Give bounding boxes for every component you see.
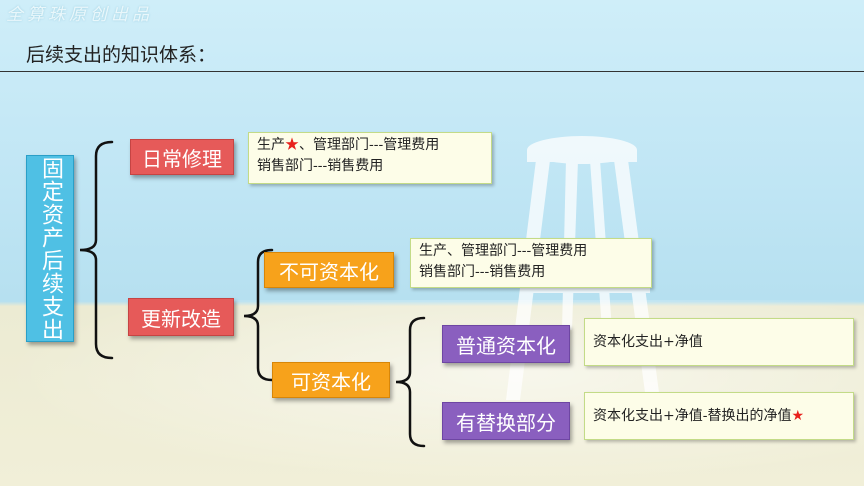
daily-repair-note-line1a: 生产 — [257, 137, 285, 153]
daily-repair-node: 日常修理 — [130, 139, 234, 175]
normal-capitalization-node: 普通资本化 — [442, 325, 570, 363]
root-node: 固定资产后续支出 — [26, 155, 74, 342]
capitalizable-node: 可资本化 — [272, 362, 390, 398]
daily-repair-note: 生产★、管理部门---管理费用 销售部门---销售费用 — [248, 132, 492, 184]
replacement-part-note-text: 资本化支出+净值-替换出的净值 — [593, 407, 792, 424]
replacement-part-note: 资本化支出+净值-替换出的净值★ — [584, 392, 854, 440]
non-capitalizable-note: 生产、管理部门---管理费用 销售部门---销售费用 — [410, 238, 652, 288]
star-icon: ★ — [791, 407, 805, 424]
star-icon: ★ — [285, 137, 299, 153]
non-capitalizable-node: 不可资本化 — [264, 252, 394, 288]
non-capitalizable-note-line1: 生产、管理部门---管理费用 — [419, 243, 588, 259]
non-capitalizable-note-line2: 销售部门---销售费用 — [419, 264, 546, 280]
daily-repair-note-line1b: 、管理部门---管理费用 — [299, 137, 440, 153]
watermark: 全算珠原创出品 — [6, 5, 153, 25]
title-divider — [0, 71, 864, 72]
replacement-part-node: 有替换部分 — [442, 402, 570, 440]
daily-repair-note-line1: 生产★、管理部门---管理费用 — [257, 135, 483, 156]
daily-repair-note-line2: 销售部门---销售费用 — [257, 158, 384, 174]
page-title: 后续支出的知识体系： — [26, 44, 217, 66]
update-renovation-node: 更新改造 — [128, 298, 234, 336]
normal-capitalization-note: 资本化支出+净值 — [584, 318, 854, 366]
